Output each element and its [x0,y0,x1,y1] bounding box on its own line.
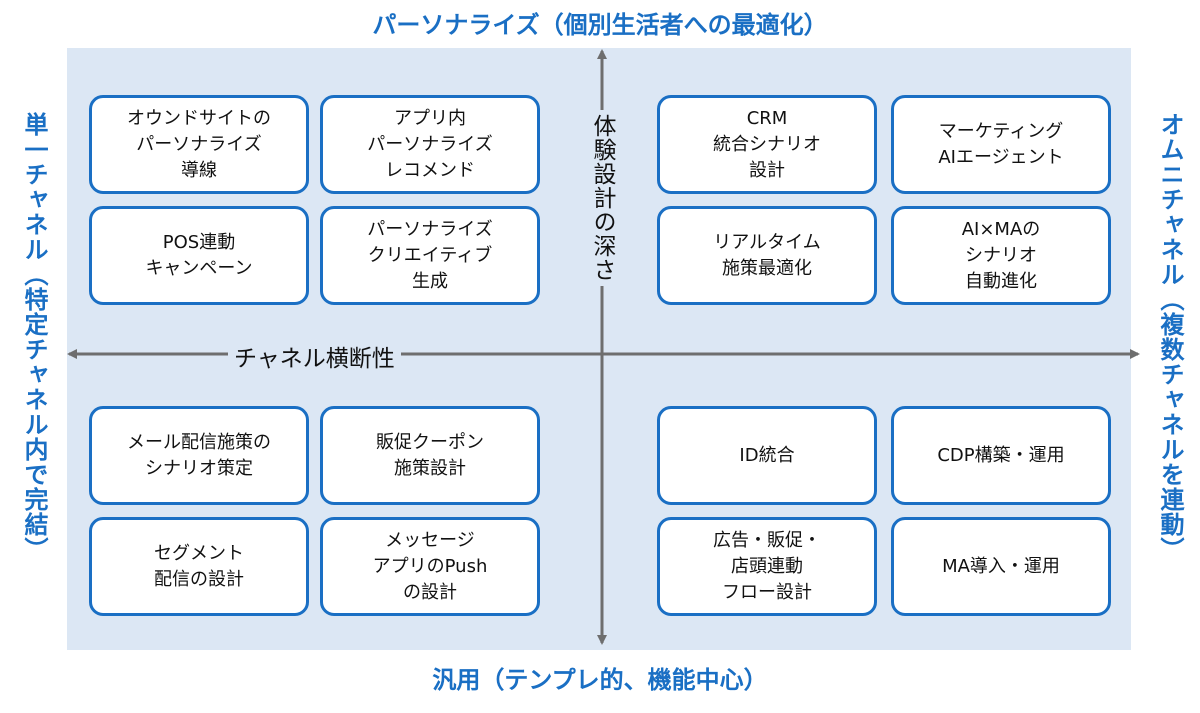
bottom-axis-title: 汎用（テンプレ的、機能中心） [432,666,768,694]
card-id-integration: ID統合 [657,406,877,505]
card-segment-delivery: セグメント 配信の設計 [89,517,309,616]
card-creative-generation: パーソナライズ クリエイティブ 生成 [320,206,540,305]
card-ai-ma-evolution: AI×MAの シナリオ 自動進化 [891,206,1111,305]
left-axis-title: 単一チャネル（特定チャネル内で完結） [20,112,48,562]
right-axis-title: オムニチャネル（複数チャネルを連動） [1156,112,1184,562]
card-pos-campaign: POS連動 キャンペーン [89,206,309,305]
card-marketing-ai-agent: マーケティング AIエージェント [891,95,1111,194]
card-app-recommend: アプリ内 パーソナライズ レコメンド [320,95,540,194]
card-ad-store-flow: 広告・販促・ 店頭連動 フロー設計 [657,517,877,616]
card-crm-scenario: CRM 統合シナリオ 設計 [657,95,877,194]
card-mail-scenario: メール配信施策の シナリオ策定 [89,406,309,505]
horizontal-axis-label: チャネル横断性 [228,339,401,373]
top-axis-title: パーソナライズ（個別生活者への最適化） [372,11,828,39]
card-realtime-optimization: リアルタイム 施策最適化 [657,206,877,305]
card-push-design: メッセージ アプリのPush の設計 [320,517,540,616]
card-cdp-operation: CDP構築・運用 [891,406,1111,505]
card-coupon-design: 販促クーポン 施策設計 [320,406,540,505]
card-ma-operation: MA導入・運用 [891,517,1111,616]
card-owned-site-personalize: オウンドサイトの パーソナライズ 導線 [89,95,309,194]
vertical-axis-label: 体験設計の深さ [583,110,621,286]
